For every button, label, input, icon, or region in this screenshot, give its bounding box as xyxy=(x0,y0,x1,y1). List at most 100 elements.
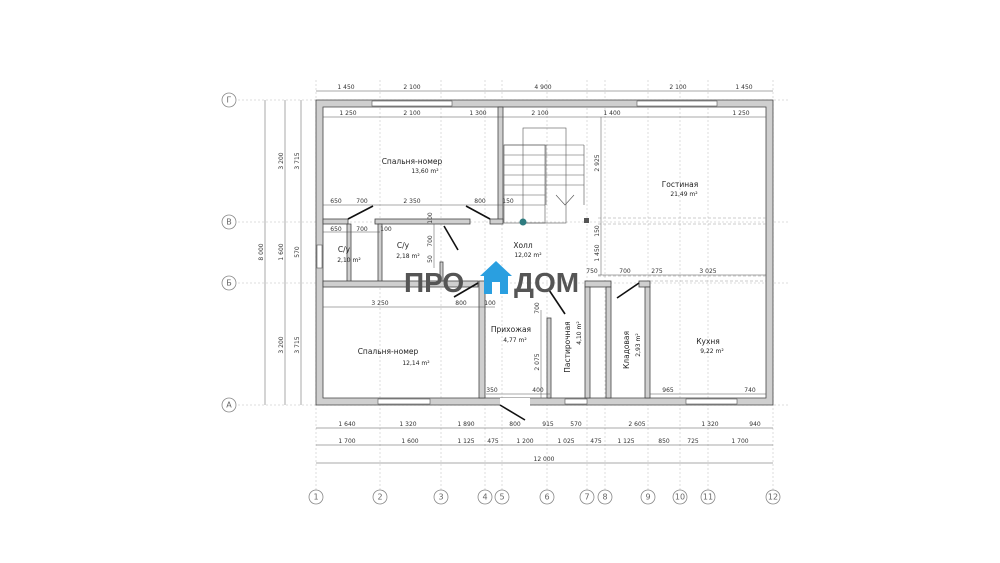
dim-label: 275 xyxy=(651,268,663,275)
dim-label: 1 125 xyxy=(617,438,634,445)
svg-text:12,02 m²: 12,02 m² xyxy=(514,252,542,259)
dim-label: 700 xyxy=(619,268,631,275)
dim-label: 940 xyxy=(749,421,761,428)
axis-label: В xyxy=(226,218,232,227)
logo-text-left: ПРО xyxy=(404,267,464,298)
dim-label: 2 100 xyxy=(403,84,420,91)
room-living: Гостиная 21,49 m² xyxy=(662,180,699,198)
dim-label: 3 250 xyxy=(371,300,388,307)
axis-col-9: 9 xyxy=(640,489,656,505)
dim-label: 1 700 xyxy=(731,438,748,445)
svg-text:4,10 m²: 4,10 m² xyxy=(576,321,583,345)
dim-label: 1 320 xyxy=(701,421,718,428)
axis-row-v: В xyxy=(221,214,237,230)
axis-label: 1 xyxy=(313,493,318,502)
dim-label: 50 xyxy=(427,255,434,263)
dim-label: 800 xyxy=(455,300,467,307)
axis-label: Б xyxy=(226,279,232,288)
dim-label: 1 200 xyxy=(516,438,533,445)
room-hall: Холл 12,02 m² xyxy=(513,241,542,259)
dim-label: 1 450 xyxy=(735,84,752,91)
dim-label: 800 xyxy=(509,421,521,428)
dim-label: 8 000 xyxy=(258,243,265,260)
dim-label: 150 xyxy=(502,198,514,205)
axis-col-2: 2 xyxy=(372,489,388,505)
staircase xyxy=(503,127,589,226)
svg-text:Кладовая: Кладовая xyxy=(622,331,631,369)
svg-text:Спальня-номер: Спальня-номер xyxy=(358,347,419,356)
dim-label: 650 xyxy=(330,226,342,233)
dim-label: 1 600 xyxy=(401,438,418,445)
dim-label: 475 xyxy=(487,438,499,445)
room-bedroom-2: Спальня-номер 12,14 m² xyxy=(358,347,431,367)
dim-label: 100 xyxy=(484,300,496,307)
dim-label: 2 100 xyxy=(669,84,686,91)
dim-label: 3 025 xyxy=(699,268,716,275)
zone-lines xyxy=(598,217,766,282)
dim-label: 1 250 xyxy=(339,110,356,117)
dim-label: 700 xyxy=(534,302,541,314)
svg-text:Холл: Холл xyxy=(513,241,533,250)
axis-col-4: 4 xyxy=(477,489,493,505)
svg-text:Пастирочная: Пастирочная xyxy=(563,321,572,372)
svg-text:Спальня-номер: Спальня-номер xyxy=(382,157,443,166)
dim-label: 1 450 xyxy=(337,84,354,91)
svg-text:12,14 m²: 12,14 m² xyxy=(402,360,430,367)
dim-label: 1 320 xyxy=(399,421,416,428)
svg-text:Прихожая: Прихожая xyxy=(491,325,531,334)
column-marker xyxy=(519,218,527,226)
dim-label: 2 925 xyxy=(594,154,601,171)
axis-col-5: 5 xyxy=(494,489,510,505)
axis-row-a: А xyxy=(221,397,237,413)
dimension-labels: 1 450 2 100 4 900 2 100 1 450 1 250 2 10… xyxy=(258,84,761,463)
svg-text:Кухня: Кухня xyxy=(696,337,720,346)
axis-label: 3 xyxy=(438,493,443,502)
axis-label: 5 xyxy=(499,493,504,502)
dim-label: 400 xyxy=(532,387,544,394)
axis-label: 7 xyxy=(584,493,589,502)
windows xyxy=(316,100,738,406)
axis-label: 6 xyxy=(544,493,549,502)
svg-text:2,10 m²: 2,10 m² xyxy=(337,257,361,264)
axis-col-8: 8 xyxy=(597,489,613,505)
room-labels: Спальня-номер 13,60 m² Гостиная 21,49 m² С… xyxy=(337,157,724,373)
dim-label: 800 xyxy=(474,198,486,205)
dim-label: 1 025 xyxy=(557,438,574,445)
dim-label: 2 100 xyxy=(403,110,420,117)
axis-label: 11 xyxy=(703,493,713,502)
dim-label: 3 200 xyxy=(278,336,285,353)
axis-label: 12 xyxy=(768,493,778,502)
logo-text-right: ДОМ xyxy=(514,267,579,298)
walls xyxy=(315,99,774,406)
dim-label: 1 250 xyxy=(732,110,749,117)
dim-label: 570 xyxy=(570,421,582,428)
axis-label: 9 xyxy=(645,493,650,502)
room-bathroom-2: С/у2,18 m² xyxy=(396,241,420,260)
dimension-lines xyxy=(264,90,773,464)
svg-text:9,22 m²: 9,22 m² xyxy=(700,348,724,355)
axis-label: Г xyxy=(227,96,232,105)
axis-col-6: 6 xyxy=(539,489,555,505)
svg-text:Гостиная: Гостиная xyxy=(662,180,699,189)
logo-watermark: ПРО ДОМ xyxy=(404,261,579,298)
doors xyxy=(347,205,640,421)
dim-label: 475 xyxy=(590,438,602,445)
dim-label: 2 100 xyxy=(531,110,548,117)
axis-label: 4 xyxy=(482,493,487,502)
dim-label: 3 200 xyxy=(278,152,285,169)
dim-label: 1 640 xyxy=(338,421,355,428)
dim-label: 2 350 xyxy=(403,198,420,205)
axis-label: 8 xyxy=(602,493,607,502)
svg-text:21,49 m²: 21,49 m² xyxy=(670,191,698,198)
dim-label: 700 xyxy=(356,198,368,205)
dim-label: 1 600 xyxy=(278,243,285,260)
dim-label: 1 450 xyxy=(594,244,601,261)
svg-text:13,60 m²: 13,60 m² xyxy=(411,168,439,175)
room-bedroom-1: Спальня-номер 13,60 m² xyxy=(382,157,443,175)
dim-label: 1 125 xyxy=(457,438,474,445)
dim-label: 850 xyxy=(658,438,670,445)
svg-text:С/у: С/у xyxy=(397,241,410,250)
